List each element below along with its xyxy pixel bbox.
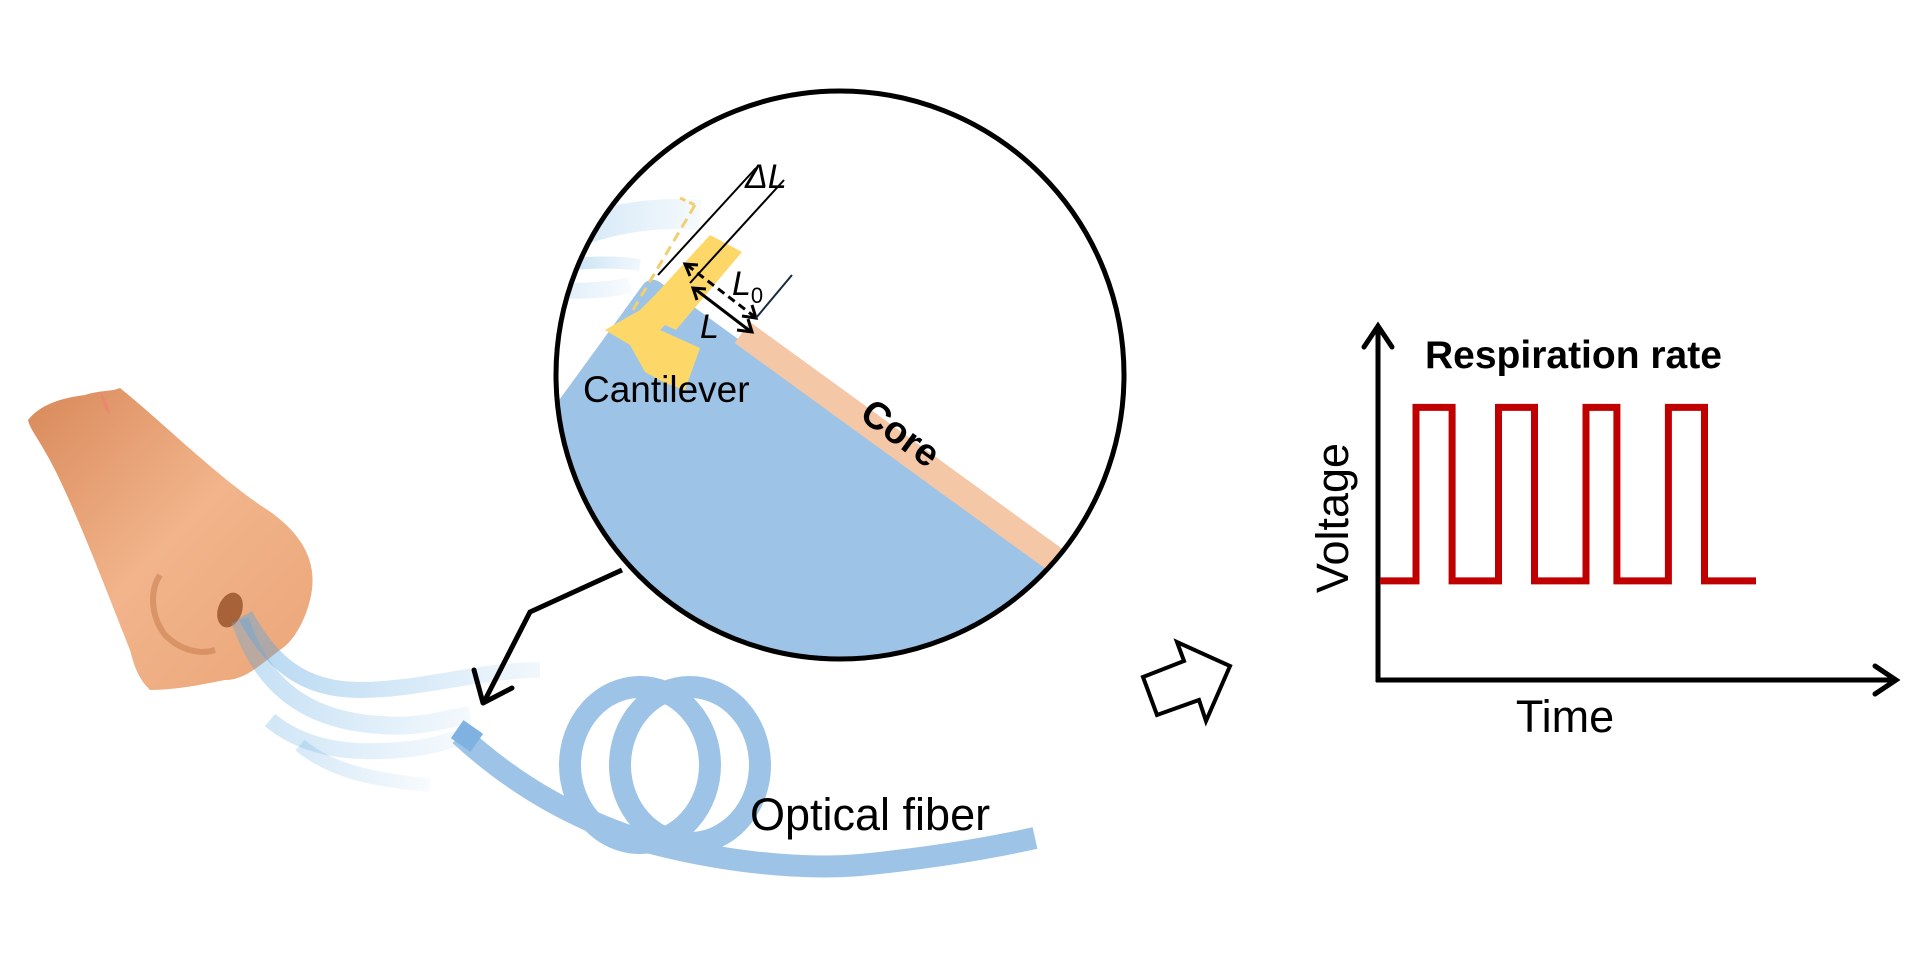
x-axis-arrowhead [1872, 663, 1901, 697]
l0-dimension [686, 263, 756, 319]
nose-bridge-highlight [100, 392, 110, 415]
x-axis-label: Time [1516, 691, 1614, 742]
delta-l-label: ΔL [744, 158, 787, 196]
airflow-streams [231, 611, 541, 792]
y-axis-label: Voltage [1307, 443, 1358, 593]
fiber-loop [559, 676, 721, 854]
magnifier-circle-outline [553, 88, 1127, 662]
nostril [217, 592, 243, 628]
respiration-chart: Respiration rate Time Voltage [1307, 321, 1901, 742]
fiber-loop [609, 676, 771, 854]
series-line-respiration-signal [1380, 403, 1756, 585]
airflow-stream-inset [556, 256, 641, 276]
airflow-stream [238, 611, 541, 699]
optical-fiber [450, 676, 1038, 878]
l-dimension [694, 287, 751, 333]
nose-ala-contour [150, 573, 216, 655]
magnified-view: ΔL L0 L Cantilever Core [553, 88, 1127, 662]
fiber-cladding [556, 279, 1099, 659]
dimension-annotations [657, 167, 793, 334]
nose-illustration [28, 388, 313, 690]
airflow-stream [295, 739, 431, 792]
callout-arrow [471, 567, 624, 706]
chart-title: Respiration rate [1425, 334, 1722, 377]
airflow-stream [231, 617, 472, 735]
optical-fiber-body [452, 726, 1038, 878]
cantilever [605, 235, 742, 390]
nose-shape [28, 388, 313, 690]
cantilever-deflected-outline [679, 196, 696, 207]
airflow-stream-inset [556, 199, 702, 263]
l0-label-main: L [732, 265, 751, 303]
hollow-arrow-icon [1140, 638, 1233, 727]
l0-label: L0 [732, 265, 763, 308]
airflow-stream-inset [556, 277, 632, 299]
l-label: L [700, 308, 719, 346]
y-axis-arrowhead [1361, 321, 1395, 350]
cantilever-label: Cantilever [583, 369, 750, 410]
fiber-tip [450, 720, 484, 752]
l0-label-subscript: 0 [751, 283, 763, 308]
airflow-stream [264, 713, 472, 760]
optical-fiber-label: Optical fiber [750, 789, 990, 840]
cantilever-deflected-outline [631, 204, 697, 311]
chart-series [1380, 403, 1756, 585]
